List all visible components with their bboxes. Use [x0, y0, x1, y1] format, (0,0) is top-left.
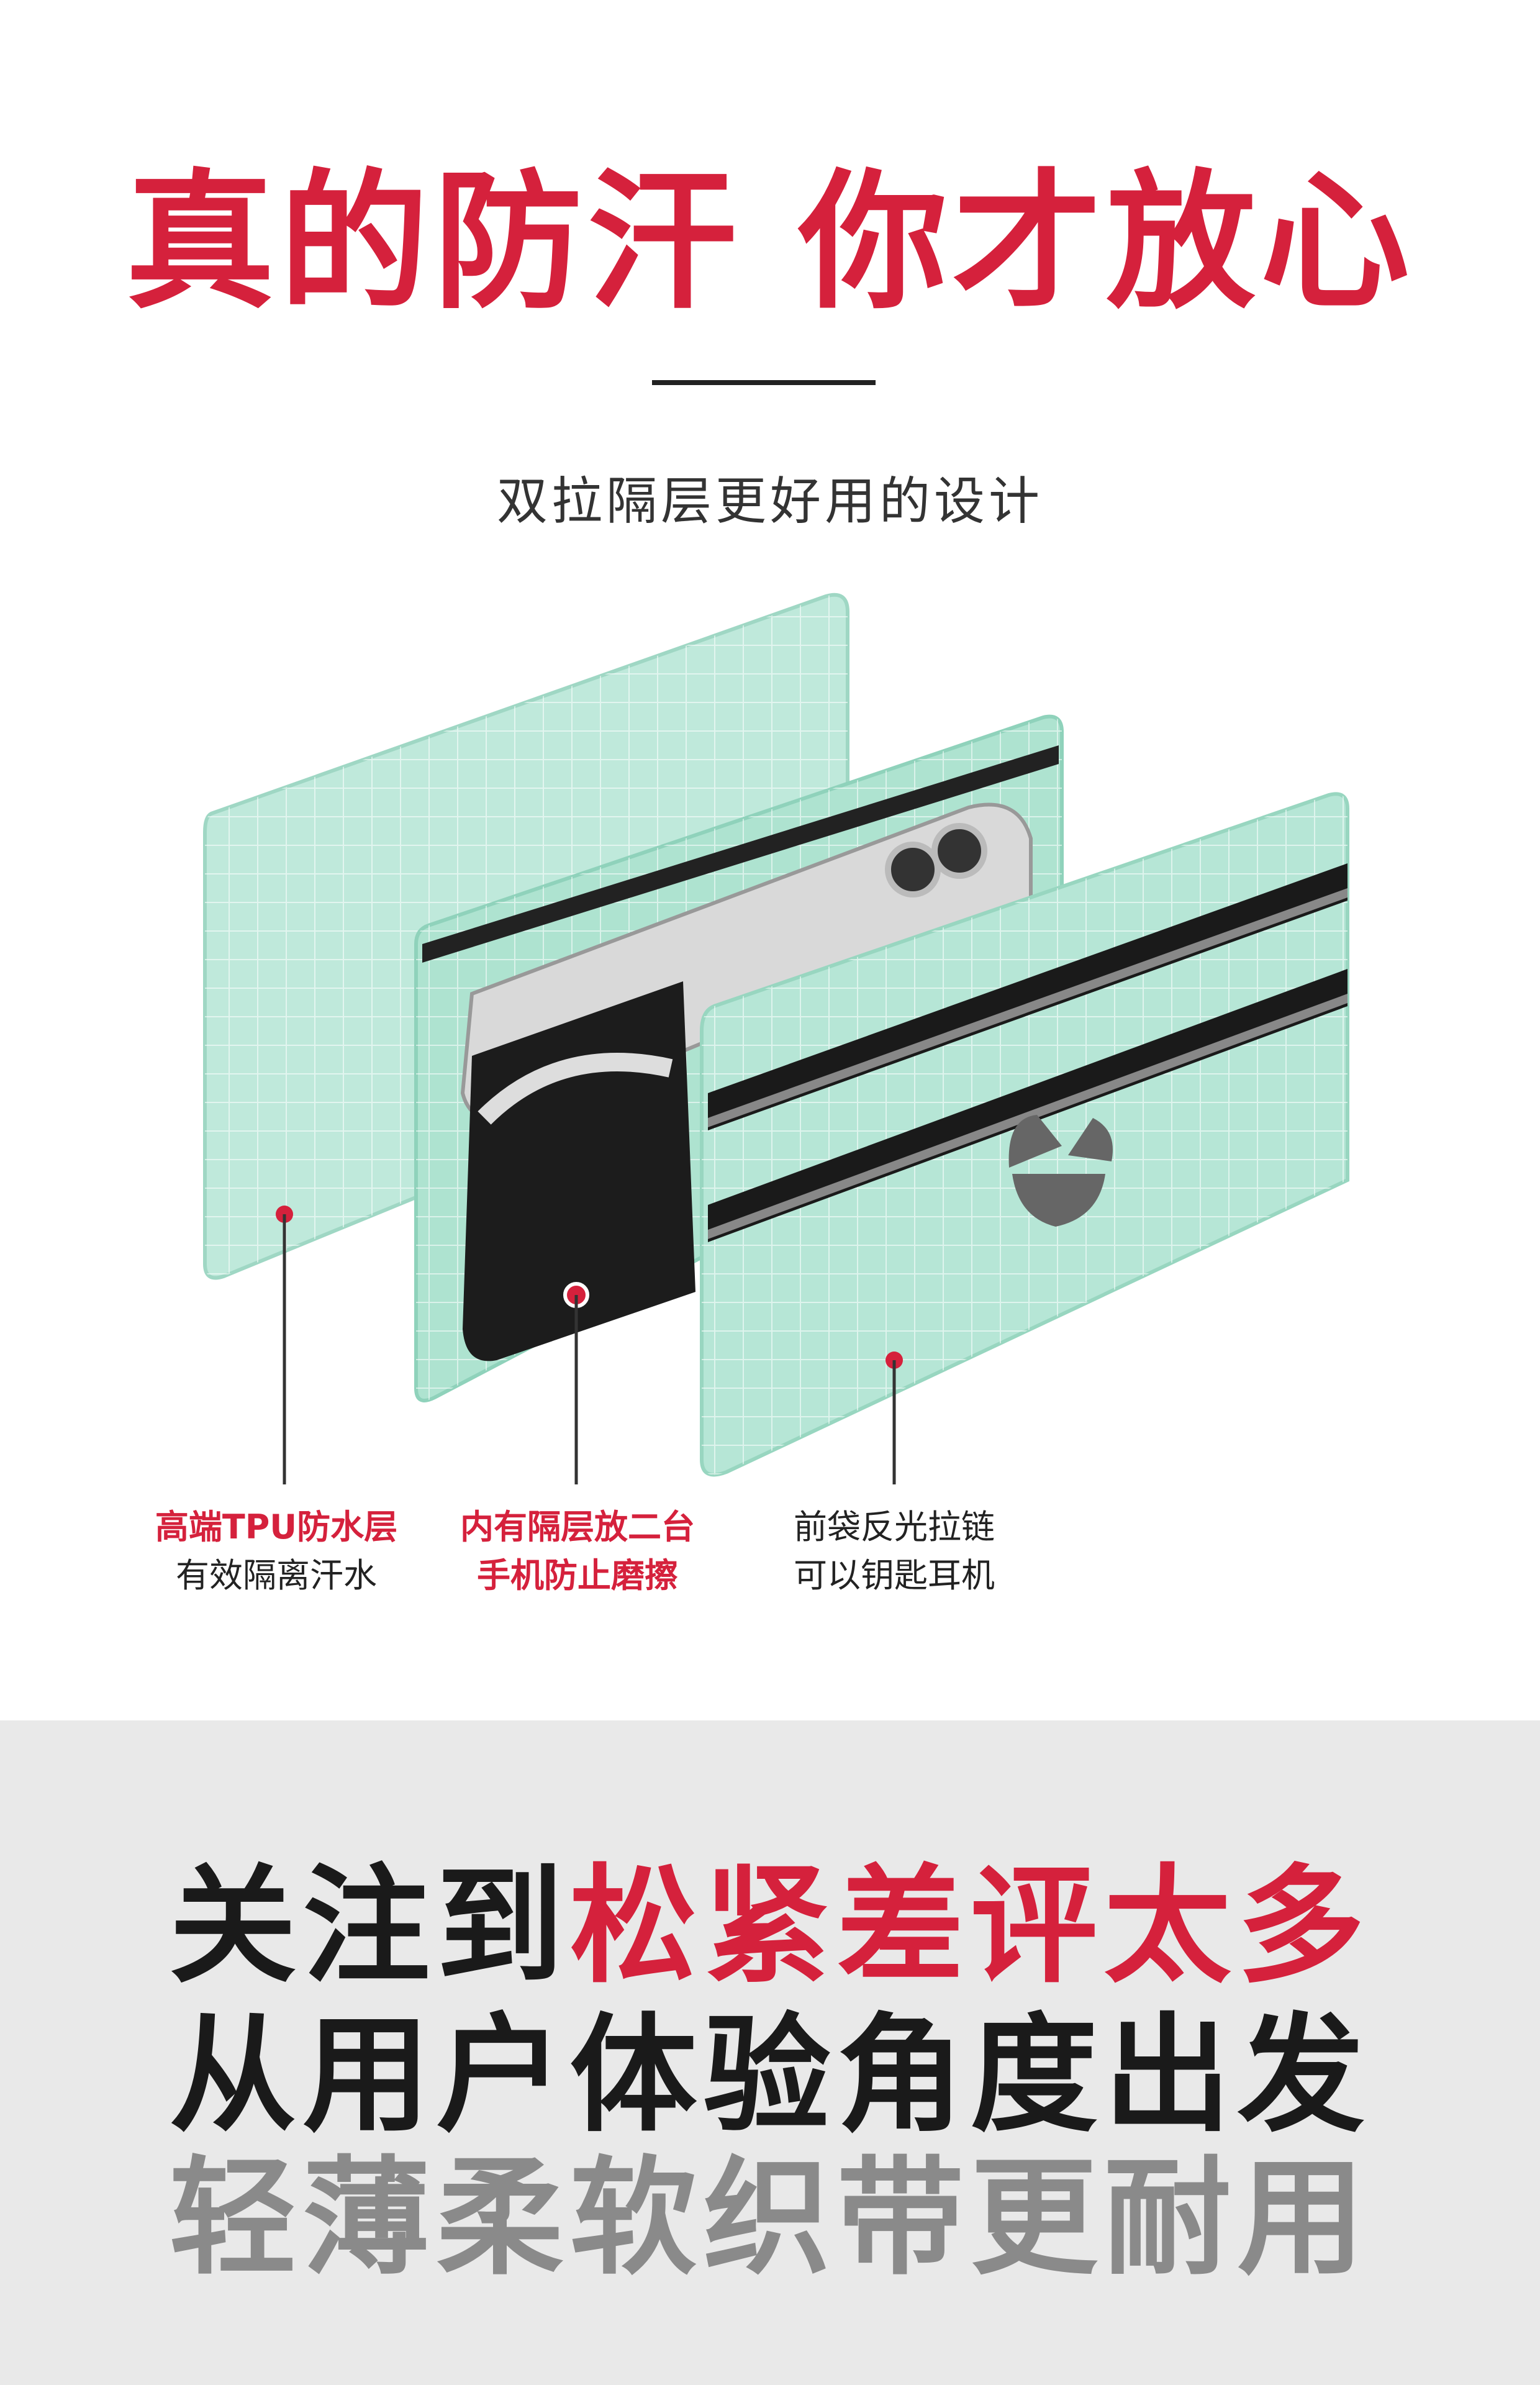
bottom-line-3: 轻薄柔软织带更耐用	[169, 2145, 1371, 2292]
subtitle: 双拉隔层更好用的设计	[496, 472, 1043, 531]
bottom-line-1-red: 松紧差评太多	[569, 1853, 1371, 2001]
callout-2-line2: 手机防止磨擦	[477, 1556, 678, 1595]
callout-1-line2: 有效隔离汗水	[176, 1556, 377, 1595]
top-section: 真的防汗 你才放心 双拉隔层更好用的设计	[125, 155, 1415, 1600]
callout-marker-2	[563, 1282, 589, 1484]
product-layers-illustration	[203, 593, 1349, 1484]
callout-marker-1	[276, 1206, 293, 1484]
callout-caption-2: 内有隔层放二台 手机防止磨擦	[428, 1503, 727, 1600]
bottom-line-1-black: 关注到	[169, 1853, 570, 2001]
callout-1-line1: 高端TPU防水层	[155, 1507, 398, 1547]
callout-marker-3	[886, 1352, 903, 1484]
callout-3-line1: 前袋反光拉链	[794, 1507, 995, 1547]
bottom-line-2: 从用户体验角度出发	[169, 2002, 1371, 2150]
callout-caption-3: 前袋反光拉链 可以钥匙耳机	[764, 1503, 1025, 1600]
brand-logo-icon	[1008, 1115, 1113, 1227]
bottom-line-1: 关注到松紧差评太多	[0, 1863, 1540, 1991]
bottom-section: 关注到松紧差评太多 从用户体验角度出发 轻薄柔软织带更耐用	[0, 1720, 1540, 2385]
callout-3-line2: 可以钥匙耳机	[794, 1556, 995, 1595]
phone-image	[460, 802, 1033, 1361]
reflective-zipper	[708, 863, 1348, 1242]
callout-caption-1: 高端TPU防水层 有效隔离汗水	[137, 1503, 416, 1600]
front-zipper-panel	[700, 792, 1349, 1477]
divider	[652, 380, 876, 385]
headline: 真的防汗 你才放心	[125, 155, 1415, 329]
callout-2-line1: 内有隔层放二台	[460, 1507, 695, 1547]
